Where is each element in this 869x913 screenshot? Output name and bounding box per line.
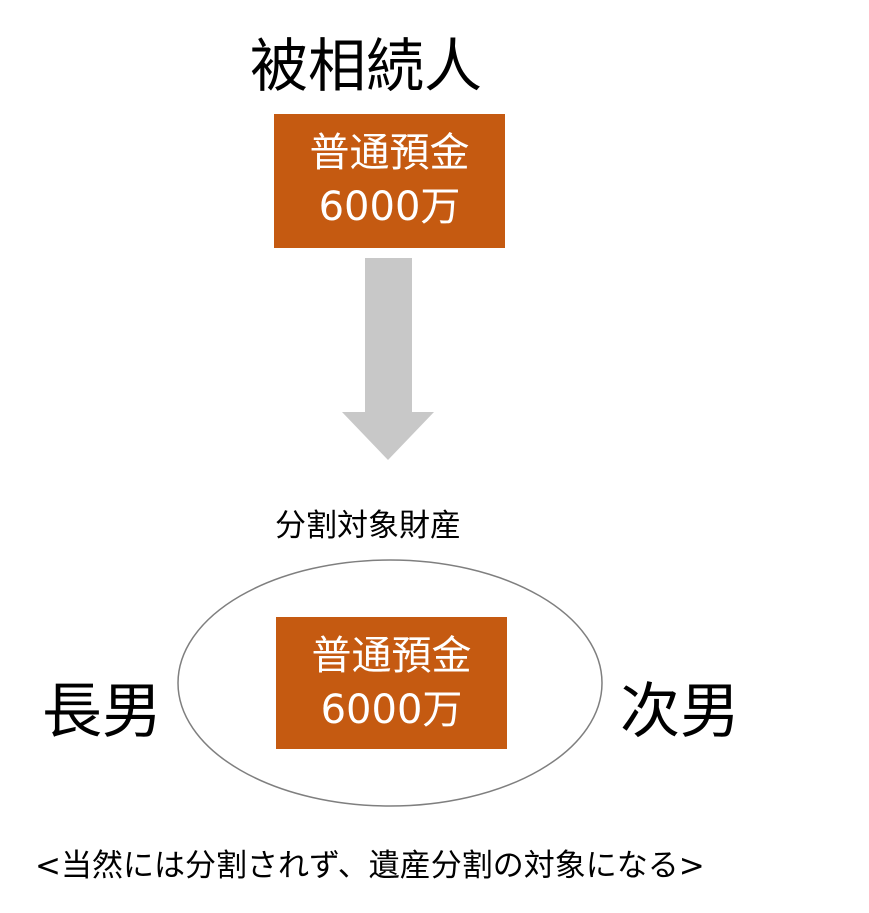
heir-second-son: 次男 [620,677,740,747]
down-arrow-icon [342,258,434,460]
division-ellipse [177,559,603,807]
division-label: 分割対象財産 [275,508,461,544]
division-asset-amount: 6000万 [320,687,463,733]
decedent-asset-name: 普通預金 [309,130,470,176]
down-arrow-shape [342,258,434,460]
decedent-asset-box: 普通預金 6000万 [274,114,505,248]
division-note: <当然には分割されず、遺産分割の対象になる> [35,848,705,884]
decedent-title: 被相続人 [250,32,483,100]
division-asset-name: 普通預金 [311,633,472,679]
division-asset-box: 普通預金 6000万 [276,617,507,749]
heir-eldest-son: 長男 [42,677,162,747]
decedent-asset-amount: 6000万 [318,184,461,230]
